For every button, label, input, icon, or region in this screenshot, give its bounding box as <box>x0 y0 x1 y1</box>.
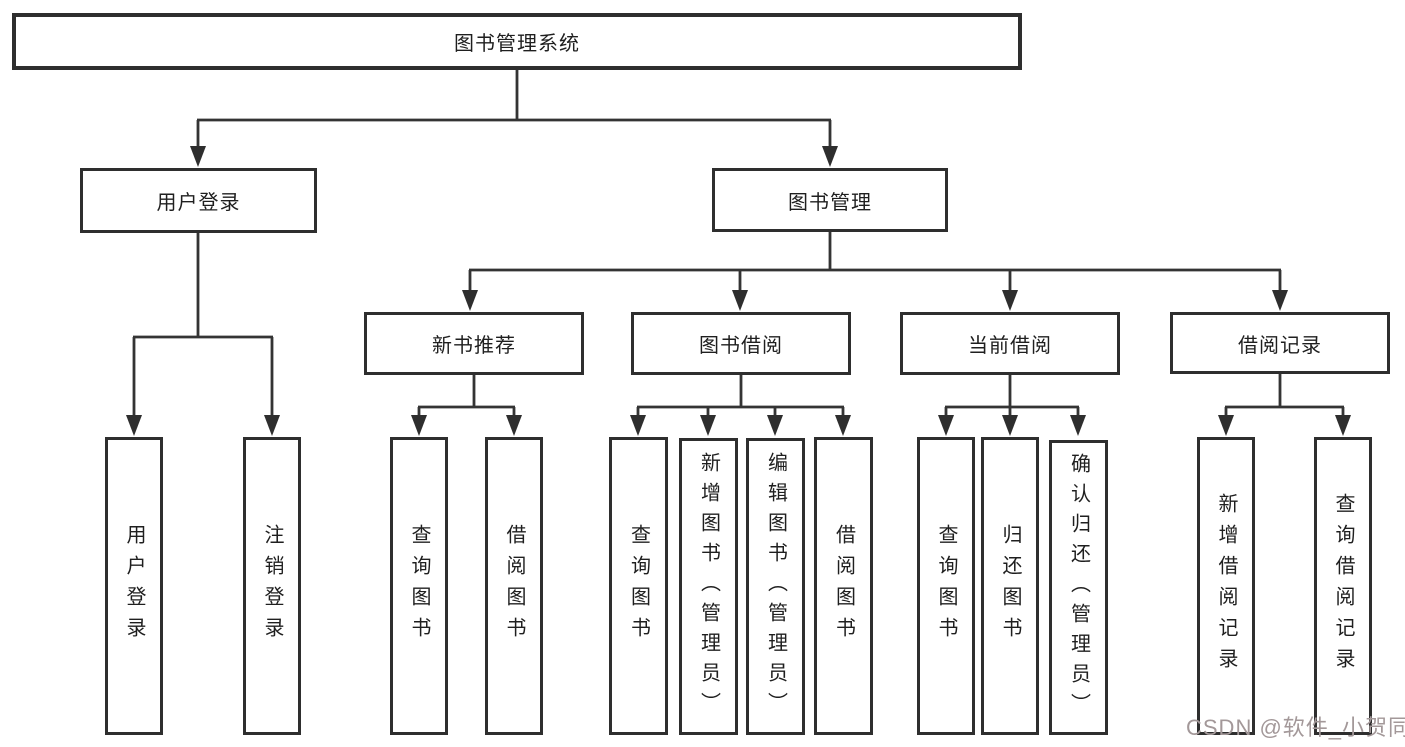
node-borrow-records-label: 借阅记录 <box>1238 334 1322 357</box>
leaf-logout: 注销登录 <box>243 437 301 735</box>
node-borrow-records: 借阅记录 <box>1170 312 1390 374</box>
leaf-borrow-books-recommend: 借阅图书 <box>485 437 543 735</box>
leaf-query-books-recommend: 查询图书 <box>390 437 448 735</box>
arrowhead-icon <box>700 415 716 436</box>
node-root-label: 图书管理系统 <box>454 33 580 55</box>
leaf-query-books-current-label: 查询图书 <box>935 524 957 648</box>
leaf-confirm-return-admin-label: 确认归还（管理员） <box>1067 452 1090 723</box>
leaf-add-books-admin-label: 新增图书（管理员） <box>697 451 720 722</box>
leaf-add-books-admin: 新增图书（管理员） <box>679 438 738 735</box>
arrowhead-icon <box>767 415 783 436</box>
arrowhead-icon <box>1335 415 1351 436</box>
arrowhead-icon <box>1218 415 1234 436</box>
leaf-borrow-books: 借阅图书 <box>814 437 873 735</box>
leaf-borrow-books-recommend-label: 借阅图书 <box>503 524 525 648</box>
leaf-query-books-borrow: 查询图书 <box>609 437 668 735</box>
arrowhead-icon <box>126 415 142 436</box>
node-current-borrow: 当前借阅 <box>900 312 1120 375</box>
arrowhead-icon <box>264 415 280 436</box>
node-book-management: 图书管理 <box>712 168 948 232</box>
leaf-query-books-borrow-label: 查询图书 <box>627 524 650 648</box>
leaf-return-books-label: 归还图书 <box>999 524 1021 648</box>
arrowhead-icon <box>835 415 851 436</box>
arrowhead-icon <box>1002 290 1018 311</box>
leaf-query-borrow-record: 查询借阅记录 <box>1314 437 1372 735</box>
node-user-login-label: 用户登录 <box>156 192 241 214</box>
arrowhead-icon <box>732 290 748 311</box>
node-book-borrow: 图书借阅 <box>631 312 851 375</box>
leaf-add-borrow-record-label: 新增借阅记录 <box>1215 493 1237 679</box>
leaf-borrow-books-label: 借阅图书 <box>832 524 855 648</box>
arrowhead-icon <box>506 415 522 436</box>
arrowheads <box>126 146 1351 436</box>
leaf-user-login-label: 用户登录 <box>123 524 145 648</box>
leaf-edit-books-admin-label: 编辑图书（管理员） <box>764 451 787 722</box>
node-book-management-label: 图书管理 <box>788 191 872 214</box>
connector-path <box>132 70 1345 417</box>
leaf-user-login: 用户登录 <box>105 437 163 735</box>
leaf-query-books-current: 查询图书 <box>917 437 975 735</box>
leaf-confirm-return-admin: 确认归还（管理员） <box>1049 440 1108 735</box>
leaf-add-borrow-record: 新增借阅记录 <box>1197 437 1255 735</box>
leaf-query-books-recommend-label: 查询图书 <box>408 524 430 648</box>
leaf-return-books: 归还图书 <box>981 437 1039 735</box>
arrowhead-icon <box>462 290 478 311</box>
node-user-login: 用户登录 <box>80 168 317 233</box>
node-root-system: 图书管理系统 <box>12 13 1022 70</box>
node-new-book-recommend: 新书推荐 <box>364 312 584 375</box>
arrowhead-icon <box>1272 290 1288 311</box>
arrowhead-icon <box>411 415 427 436</box>
watermark-text: CSDN @软件_小贺同学 <box>1186 715 1405 740</box>
arrowhead-icon <box>190 146 206 167</box>
node-current-borrow-label: 当前借阅 <box>968 335 1052 357</box>
arrowhead-icon <box>630 415 646 436</box>
watermark: CSDN @软件_小贺同学 <box>1186 710 1405 742</box>
leaf-logout-label: 注销登录 <box>261 524 283 648</box>
node-book-borrow-label: 图书借阅 <box>699 335 783 357</box>
arrowhead-icon <box>1002 415 1018 436</box>
arrowhead-icon <box>938 415 954 436</box>
node-new-book-recommend-label: 新书推荐 <box>432 335 516 357</box>
arrowhead-icon <box>1070 415 1086 436</box>
leaf-edit-books-admin: 编辑图书（管理员） <box>746 438 805 735</box>
leaf-query-borrow-record-label: 查询借阅记录 <box>1332 493 1354 679</box>
arrowhead-icon <box>822 146 838 167</box>
